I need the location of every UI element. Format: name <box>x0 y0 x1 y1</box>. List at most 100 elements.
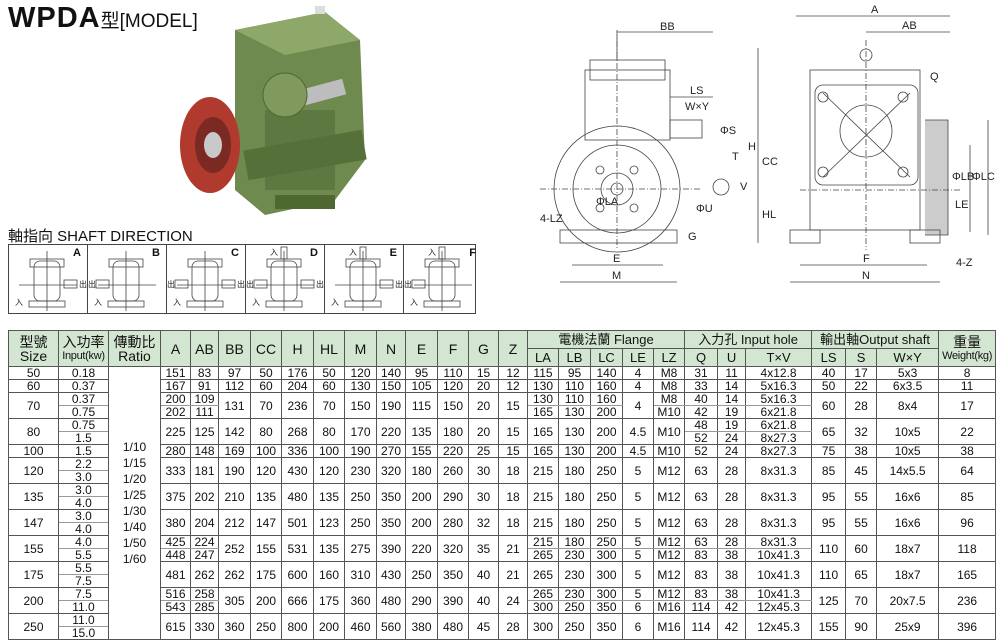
table-cell: 268 <box>281 418 314 445</box>
table-cell: 7.5 <box>58 574 109 588</box>
shaft-direction-d: D 出出入入 <box>246 245 325 313</box>
table-cell: 8 <box>938 366 997 380</box>
table-cell: 42 <box>717 600 747 614</box>
table-cell: M12 <box>652 561 686 588</box>
table-cell: 380 <box>405 613 438 640</box>
header-cc: CC <box>250 330 282 367</box>
label-e: E <box>613 253 620 265</box>
table-cell: 448 <box>160 548 191 562</box>
table-cell: 4.0 <box>58 535 109 549</box>
table-cell: 280 <box>437 509 469 536</box>
table-cell: 8x27.3 <box>745 444 813 458</box>
table-cell: 115 <box>405 392 438 419</box>
table-cell: 110 <box>811 561 847 588</box>
table-cell: 80 <box>313 418 345 445</box>
table-cell: 300 <box>527 613 559 640</box>
table-cell: 21 <box>498 561 528 588</box>
table-cell: 100 <box>313 444 345 458</box>
table-cell: 148 <box>190 444 219 458</box>
table-cell: 38 <box>717 587 747 601</box>
table-cell: 262 <box>190 561 219 588</box>
table-cell: 3.0 <box>58 483 109 497</box>
table-cell: 330 <box>190 613 219 640</box>
table-cell: 212 <box>218 509 251 536</box>
header-z: Z <box>498 330 528 367</box>
header-s: S <box>845 348 878 367</box>
table-cell: 22 <box>845 379 878 393</box>
table-cell: 390 <box>376 535 406 562</box>
table-cell: 290 <box>405 587 438 614</box>
table-cell: 60 <box>845 535 878 562</box>
label-t: T <box>732 151 739 163</box>
table-cell: 165 <box>527 444 559 458</box>
table-cell: 160 <box>313 561 345 588</box>
header-flange: 電機法蘭 Flange <box>526 330 686 349</box>
label-u: ΦU <box>696 203 713 215</box>
table-cell: 600 <box>281 561 314 588</box>
table-cell: 52 <box>684 444 719 458</box>
table-cell: 225 <box>160 418 191 445</box>
table-cell: 236 <box>938 587 997 614</box>
table-cell: 480 <box>376 587 406 614</box>
page-title: WPDA型[MODEL] <box>8 2 198 35</box>
table-cell: 70 <box>845 587 878 614</box>
table-cell: 300 <box>590 548 623 562</box>
svg-text:出: 出 <box>395 279 403 289</box>
header-lz: LZ <box>652 348 686 367</box>
table-cell: 95 <box>558 366 591 380</box>
table-cell: 200 <box>590 444 623 458</box>
table-cell: 90 <box>845 613 878 640</box>
table-cell: 63 <box>684 535 719 549</box>
table-cell: 202 <box>160 405 191 419</box>
table-cell: 4 <box>622 366 654 380</box>
table-cell: M10 <box>652 418 686 445</box>
table-cell: 28 <box>717 483 747 510</box>
table-cell: 125 <box>811 587 847 614</box>
table-cell: 10x5 <box>876 418 940 445</box>
table-cell: 175 <box>8 561 59 588</box>
table-cell: 18 <box>498 509 528 536</box>
label-lz: 4-LZ <box>540 213 563 225</box>
table-cell: 8x31.3 <box>745 509 813 536</box>
table-cell: 3.0 <box>58 470 109 484</box>
shaft-direction-b: B 出入 <box>88 245 167 313</box>
table-cell: 204 <box>281 379 314 393</box>
table-cell: 460 <box>344 613 377 640</box>
table-cell: 70 <box>313 392 345 419</box>
table-cell: M8 <box>652 379 686 393</box>
table-cell: 12 <box>498 379 528 393</box>
table-cell: 20 <box>468 379 499 393</box>
table-cell: M16 <box>652 600 686 614</box>
table-cell: 32 <box>845 418 878 445</box>
table-cell: 11.0 <box>58 600 109 614</box>
shaft-diagram-icon: 出出入 <box>167 251 245 311</box>
table-cell: 42 <box>717 613 747 640</box>
table-cell: 250 <box>405 561 438 588</box>
table-cell: 55 <box>845 483 878 510</box>
table-cell: 97 <box>218 366 251 380</box>
table-cell: 85 <box>938 483 997 510</box>
table-cell: 60 <box>250 379 282 393</box>
header-g: G <box>468 330 499 367</box>
table-cell: 123 <box>313 509 345 536</box>
table-cell: 390 <box>437 587 469 614</box>
table-cell: 40 <box>811 366 847 380</box>
table-cell: 800 <box>281 613 314 640</box>
table-cell: 215 <box>527 535 559 549</box>
table-cell: 215 <box>527 457 559 484</box>
table-cell: 4x12.8 <box>745 366 813 380</box>
dimension-labels: BB LS W×Y ΦS T V ΦU G 4-LZ ΦLA E M A AB … <box>540 4 995 282</box>
table-cell: 50 <box>250 366 282 380</box>
header-le: LE <box>622 348 654 367</box>
table-cell: 5 <box>622 483 654 510</box>
table-cell: 4.5 <box>622 444 654 458</box>
table-cell: 20x7.5 <box>876 587 940 614</box>
table-cell: 250 <box>590 483 623 510</box>
table-cell: 155 <box>250 535 282 562</box>
table-cell: 91 <box>190 379 219 393</box>
table-cell: 16x6 <box>876 483 940 510</box>
table-cell: 176 <box>281 366 314 380</box>
